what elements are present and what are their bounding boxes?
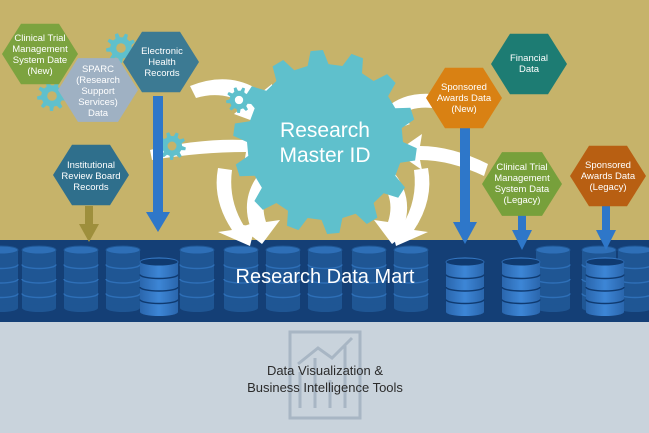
hexagon-sponsored-legacy	[570, 145, 646, 207]
db-foreground-1	[445, 257, 485, 316]
data-source-hexagons	[2, 23, 646, 216]
arrow-rmid-to-mart-right	[374, 170, 418, 244]
drop-arrows	[79, 96, 616, 250]
center-gear-shape	[233, 50, 417, 234]
db-background-7	[307, 245, 343, 312]
hexagon-ehr	[123, 31, 199, 93]
hexagon-financial	[491, 33, 567, 95]
db-background-5	[223, 245, 259, 312]
db-background-0	[0, 245, 19, 312]
bi-tools-area	[0, 322, 649, 433]
hexagon-irb	[53, 144, 129, 206]
db-background-10	[535, 245, 571, 312]
db-background-8	[351, 245, 387, 312]
arrow-sponsored-legacy-to-mart	[596, 206, 616, 250]
small-gear-3	[226, 87, 252, 113]
database-row-foreground	[139, 257, 625, 316]
arrow-rmid-to-mart-far-right	[390, 168, 430, 246]
bi-tools-label: Data Visualization &Business Intelligenc…	[247, 363, 403, 395]
arrow-sponsored-new-to-mart	[453, 128, 477, 244]
research-data-mart-label: Research Data Mart	[235, 266, 415, 288]
hexagon-ctms-new	[2, 23, 78, 85]
arrow-ehr-to-mart	[146, 96, 170, 232]
db-background-6	[265, 245, 301, 312]
white-arrows	[150, 79, 488, 246]
arrow-irb-to-mart	[79, 206, 99, 242]
db-foreground-0	[139, 257, 179, 316]
research-master-id-gear	[233, 50, 417, 234]
hexagon-sparc	[58, 58, 138, 122]
db-background-3	[105, 245, 141, 312]
bar-chart-icon	[288, 330, 362, 420]
db-background-2	[63, 245, 99, 312]
arrow-ctms-legacy-to-mart	[512, 210, 532, 250]
db-background-1	[21, 245, 57, 312]
db-background-4	[179, 245, 215, 312]
hexagon-sponsored-new	[426, 67, 502, 129]
small-gear-2	[158, 132, 186, 160]
db-foreground-3	[585, 257, 625, 316]
arrow-rmid-to-mart-far-left	[216, 168, 256, 246]
arrow-rmid-to-mart-left	[236, 170, 280, 244]
db-background-9	[393, 245, 429, 312]
db-foreground-2	[501, 257, 541, 316]
hexagon-ctms-legacy	[482, 152, 562, 216]
